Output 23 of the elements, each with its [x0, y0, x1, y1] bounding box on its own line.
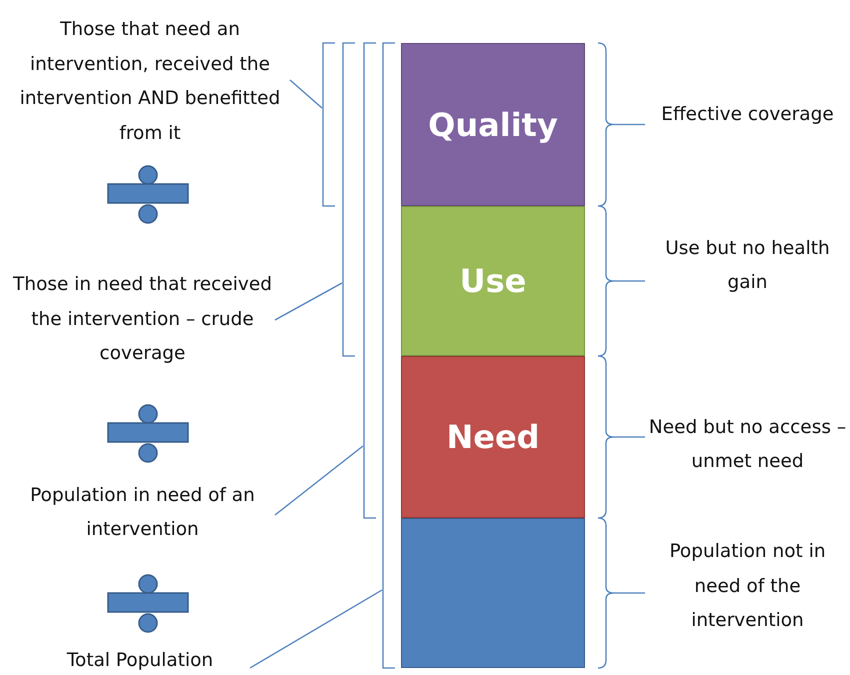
annotation-text: Use but no health gain [664, 236, 831, 295]
leader-line [274, 282, 342, 321]
bar-segment [401, 356, 585, 518]
leader-line [614, 436, 645, 438]
bar-segment [401, 43, 585, 206]
annotation-text: Effective coverage [661, 102, 834, 127]
leader-line [614, 124, 645, 126]
bar-segment [401, 206, 585, 356]
segment-label: Use [460, 262, 526, 300]
leader-line [614, 280, 645, 282]
leader-line [250, 589, 382, 669]
annotation-text: Need but no access – unmet need [648, 416, 848, 474]
leader-line [614, 592, 645, 594]
annotation-text: Total Population [66, 648, 214, 673]
leader-line [290, 80, 322, 108]
bar-segment [401, 518, 585, 668]
segment-label: Quality [428, 106, 558, 144]
annotation-text: Those that need an intervention, received the intervention AND benefitted from it [18, 18, 282, 146]
annotation-text: Population not in need of the intervention [668, 540, 827, 634]
annotation-text: Population in need of an intervention [29, 484, 256, 542]
leader-line [274, 445, 364, 516]
segment-label: Need [446, 418, 540, 456]
annotation-text: Those in need that received the intervention – crude coverage [12, 273, 273, 366]
